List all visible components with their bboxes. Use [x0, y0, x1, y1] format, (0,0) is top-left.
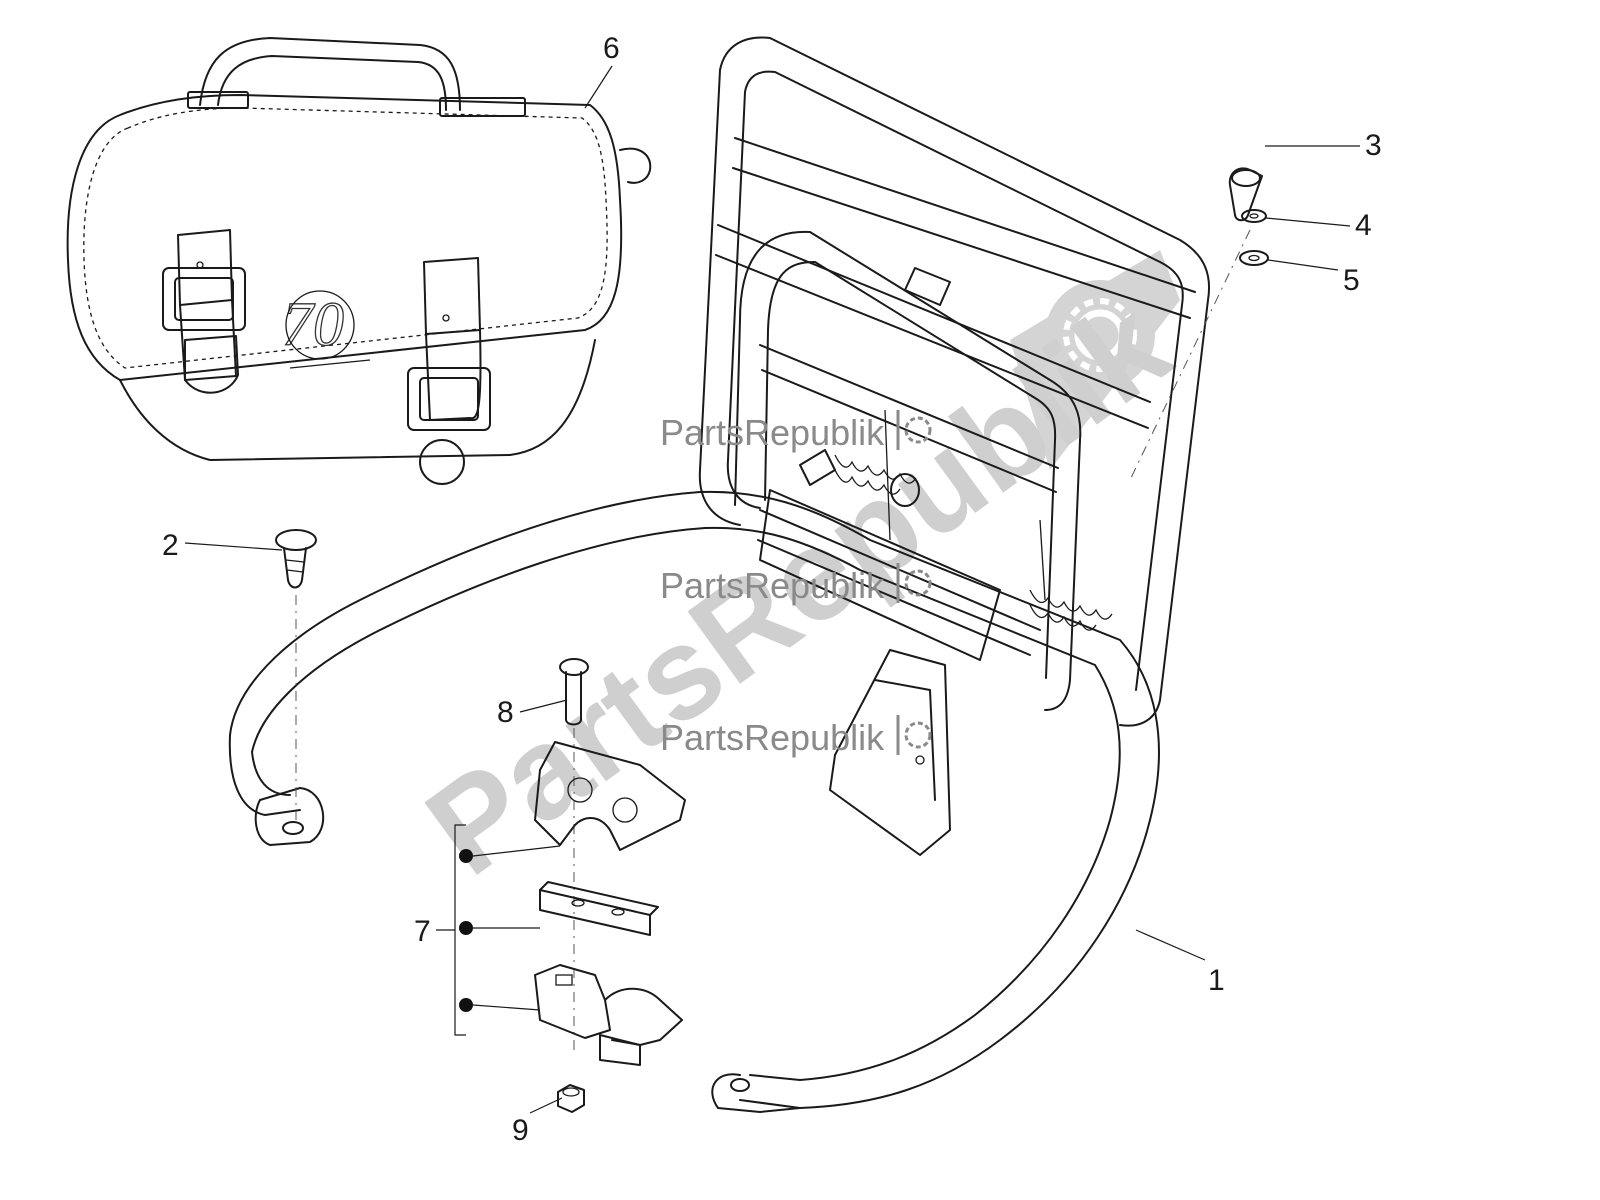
callout-5: 5 — [1343, 264, 1360, 297]
callout-9: 9 — [512, 1114, 529, 1147]
watermark-small-2: PartsRepublik — [660, 563, 932, 606]
leader-6 — [584, 65, 613, 109]
svg-text:PartsRepublik: PartsRepublik — [660, 565, 885, 606]
callout-7: 7 — [414, 915, 431, 948]
callout-6: 6 — [603, 32, 620, 65]
part-washer-5 — [1239, 250, 1269, 266]
part-saddle-bag: 70 — [66, 37, 652, 485]
part-screw-2 — [275, 529, 317, 589]
bag-logo: 70 — [282, 291, 344, 359]
rack-spring-lower — [1029, 589, 1113, 631]
part-clamp-lower — [534, 964, 683, 1066]
watermark-small-1: PartsRepublik — [660, 410, 932, 453]
leader-9 — [529, 1097, 563, 1114]
svg-text:PartsRepublik: PartsRepublik — [660, 717, 885, 758]
part-bolt-3 — [1228, 167, 1263, 222]
callout-8: 8 — [497, 696, 514, 729]
part-clamp-upper — [534, 741, 686, 851]
part-clamp-plate — [539, 881, 659, 936]
leader-2 — [184, 542, 283, 551]
leader-4 — [1265, 217, 1351, 227]
leader-8 — [519, 699, 568, 713]
part-nut-9 — [557, 1084, 585, 1113]
callout-4: 4 — [1355, 209, 1372, 242]
leader-5 — [1267, 259, 1339, 271]
callout-2: 2 — [162, 529, 179, 562]
part-rear-carrier — [228, 36, 1210, 1113]
svg-text:PartsRepublik: PartsRepublik — [660, 412, 885, 453]
watermark-small-3: PartsRepublik — [660, 715, 932, 758]
part-washer-4 — [1241, 209, 1267, 223]
callout-3: 3 — [1365, 129, 1382, 162]
part-bolt-8 — [559, 658, 589, 726]
leader-1 — [1135, 929, 1206, 961]
callout-1: 1 — [1208, 964, 1225, 997]
